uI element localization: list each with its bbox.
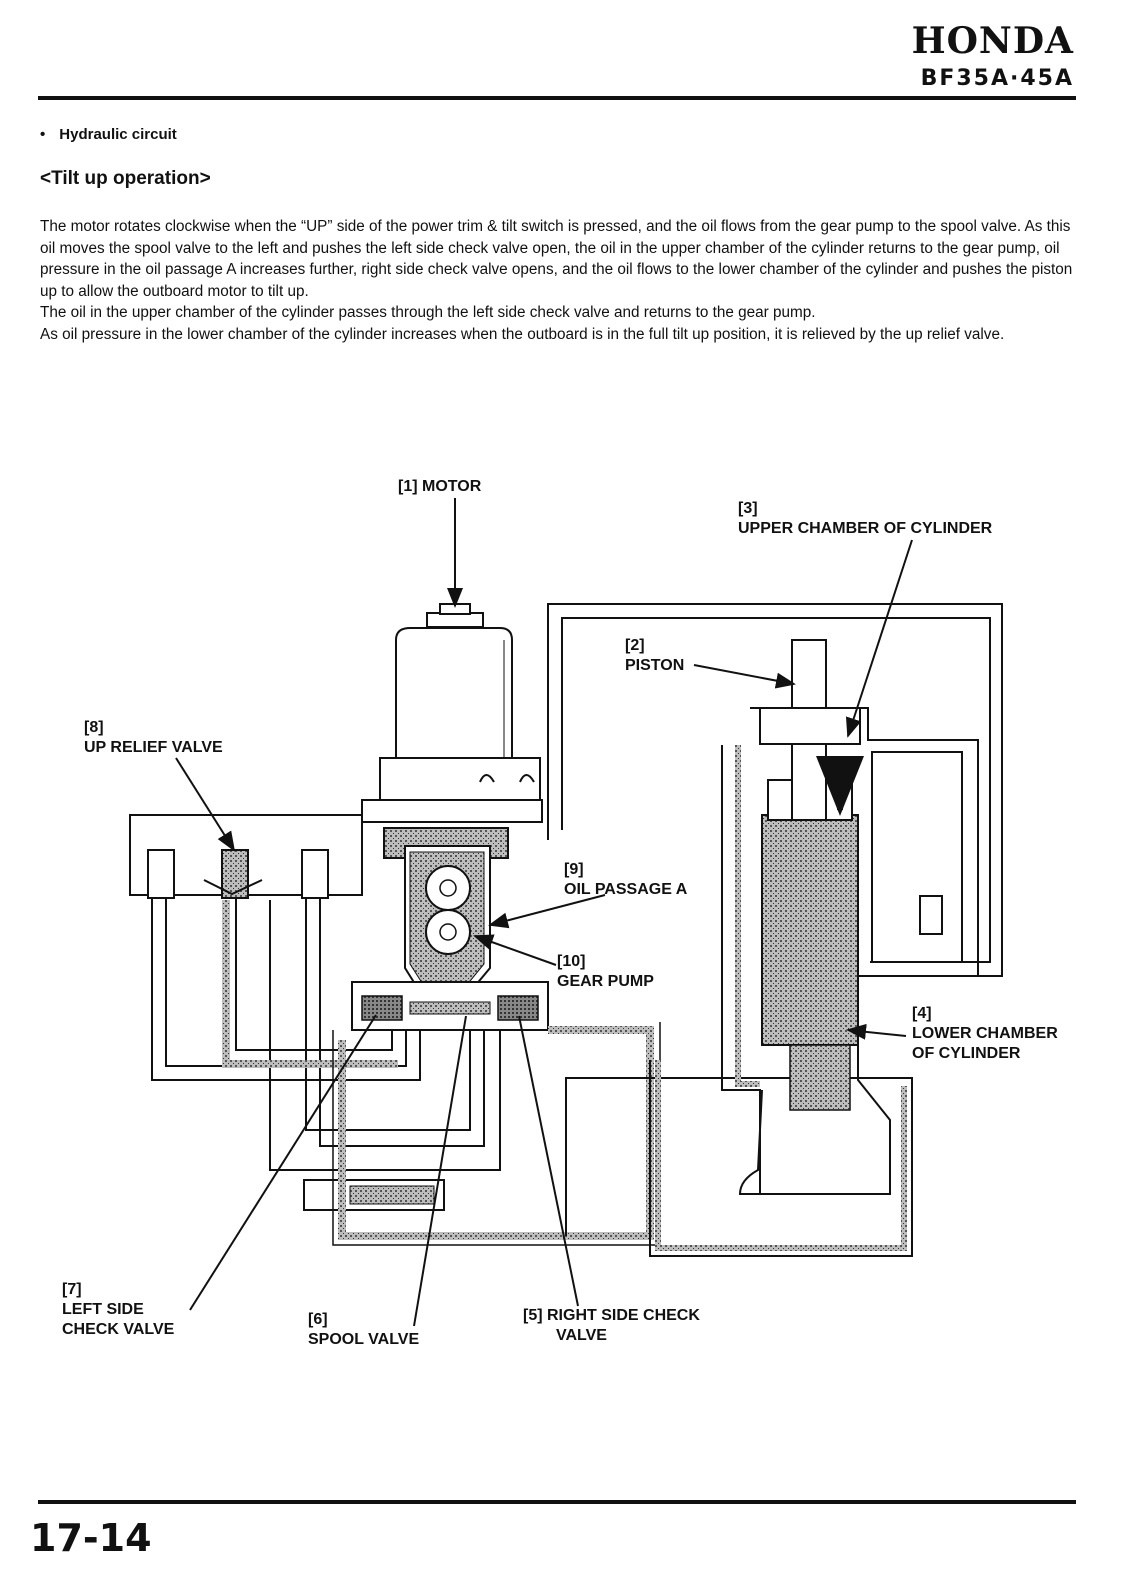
label-spool-number: [6] <box>308 1311 328 1328</box>
label-oil-passage: OIL PASSAGE A <box>564 881 688 898</box>
model-name: BF35A·45A <box>920 66 1074 91</box>
label-left-check-line1: LEFT SIDE <box>62 1301 144 1318</box>
motor <box>361 603 543 823</box>
paragraph-1: The motor rotates clockwise when the “UP… <box>40 218 1073 300</box>
operation-heading: <Tilt up operation> <box>40 168 211 189</box>
spool-valve <box>303 1179 445 1211</box>
relief-valves <box>129 814 363 899</box>
valve-body <box>351 981 549 1031</box>
label-lower-chamber-line2: OF CYLINDER <box>912 1045 1021 1062</box>
label-gear-pump-number: [10] <box>557 953 586 970</box>
label-lower-chamber-line1: LOWER CHAMBER <box>912 1025 1058 1042</box>
gear-pump-housing <box>383 827 509 993</box>
label-spool-valve: SPOOL VALVE <box>308 1331 420 1348</box>
label-piston-number: [2] <box>625 637 645 654</box>
label-piston: PISTON <box>625 657 685 674</box>
label-left-check-line2: CHECK VALVE <box>62 1321 175 1338</box>
cylinder <box>721 639 979 1195</box>
label-motor: [1] MOTOR <box>398 478 482 495</box>
paragraph-3: As oil pressure in the lower chamber of … <box>40 325 1005 343</box>
label-up-relief-valve: UP RELIEF VALVE <box>84 739 223 756</box>
label-right-check-line2: VALVE <box>556 1327 607 1344</box>
section-title-text: Hydraulic circuit <box>59 126 177 143</box>
oil-lines-left <box>151 898 501 1171</box>
label-up-relief-number: [8] <box>84 719 104 736</box>
label-upper-chamber-number: [3] <box>738 500 758 517</box>
brand-header: HONDA BF35A·45A <box>912 22 1074 91</box>
label-lower-chamber-number: [4] <box>912 1005 932 1022</box>
label-left-check-number: [7] <box>62 1281 82 1298</box>
top-rule <box>38 96 1076 100</box>
description: The motor rotates clockwise when the “UP… <box>40 216 1080 345</box>
page-number: 17-14 <box>30 1516 152 1560</box>
leader-lines <box>175 498 913 1327</box>
bottom-rule <box>38 1500 1076 1504</box>
label-oil-passage-number: [9] <box>564 861 584 878</box>
lower-chamber-line <box>565 1060 913 1257</box>
label-upper-chamber: UPPER CHAMBER OF CYLINDER <box>738 520 993 537</box>
section-title: • Hydraulic circuit <box>40 126 177 143</box>
label-gear-pump: GEAR PUMP <box>557 973 654 990</box>
paragraph-2: The oil in the upper chamber of the cyli… <box>40 304 816 321</box>
label-right-check-line1: [5] RIGHT SIDE CHECK <box>523 1307 700 1324</box>
honda-logo: HONDA <box>911 20 1074 62</box>
bullet: • <box>40 126 46 143</box>
